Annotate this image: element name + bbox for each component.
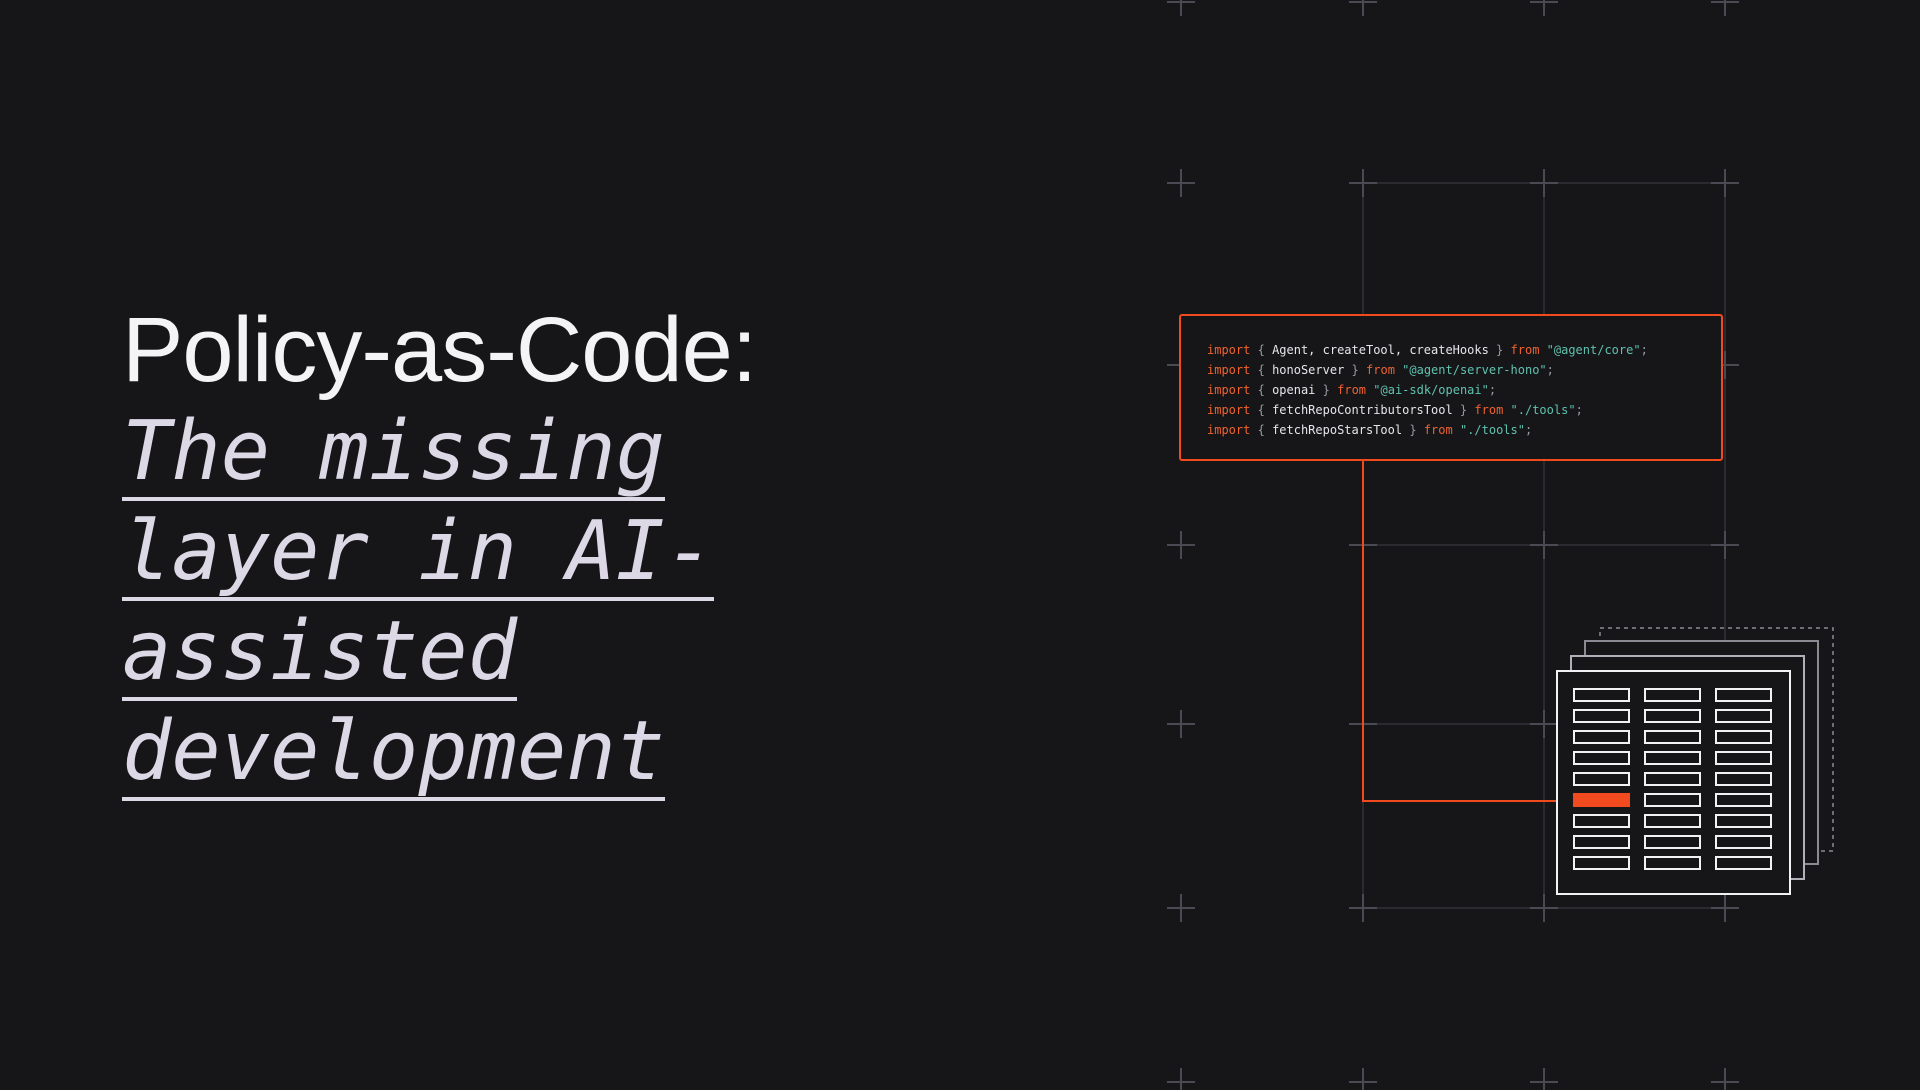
- table-document-stack-icon: [1556, 627, 1834, 895]
- table-cells: [1573, 688, 1772, 870]
- table-cell: [1715, 835, 1772, 849]
- table-cell: [1573, 772, 1630, 786]
- headline-subtitle: The missing layer in AI- assisted develo…: [122, 402, 902, 802]
- table-cell: [1644, 772, 1701, 786]
- table-cell: [1644, 730, 1701, 744]
- headline-title: Policy-as-Code:: [122, 299, 757, 401]
- table-cell: [1644, 751, 1701, 765]
- table-cell: [1573, 856, 1630, 870]
- code-line: import { openai } from "@ai-sdk/openai";: [1207, 383, 1497, 397]
- highlighted-table-cell: [1573, 793, 1630, 807]
- table-cell: [1715, 772, 1772, 786]
- table-cell: [1715, 709, 1772, 723]
- subtitle-line: layer in AI-: [122, 504, 715, 601]
- headline: Policy-as-Code: The missing layer in AI-…: [122, 300, 902, 802]
- table-cell: [1573, 835, 1630, 849]
- subtitle-line: The missing: [122, 404, 666, 501]
- table-cell: [1715, 688, 1772, 702]
- connector-line: [1362, 461, 1574, 802]
- grid-lines: [1362, 182, 1726, 909]
- code-line: import { Agent, createTool, createHooks …: [1207, 343, 1648, 357]
- table-cell: [1644, 793, 1701, 807]
- table-cell: [1715, 856, 1772, 870]
- table-cell: [1715, 730, 1772, 744]
- code-line: import { fetchRepoStarsTool } from "./to…: [1207, 423, 1533, 437]
- subtitle-line: assisted: [122, 604, 517, 701]
- table-cell: [1573, 688, 1630, 702]
- code-snippet-card: import { Agent, createTool, createHooks …: [1179, 314, 1723, 461]
- table-cell: [1715, 793, 1772, 807]
- code-line: import { fetchRepoContributorsTool } fro…: [1207, 403, 1583, 417]
- table-cell: [1644, 688, 1701, 702]
- table-cell: [1644, 709, 1701, 723]
- code-line: import { honoServer } from "@agent/serve…: [1207, 363, 1554, 377]
- subtitle-line: development: [122, 704, 666, 801]
- table-cell: [1573, 814, 1630, 828]
- table-cell: [1715, 814, 1772, 828]
- table-cell: [1715, 751, 1772, 765]
- table-cell: [1573, 709, 1630, 723]
- table-cell: [1644, 814, 1701, 828]
- table-cell: [1644, 856, 1701, 870]
- table-cell: [1573, 730, 1630, 744]
- table-cell: [1644, 835, 1701, 849]
- table-cell: [1573, 751, 1630, 765]
- plus-marker-icons: [1167, 0, 1739, 1090]
